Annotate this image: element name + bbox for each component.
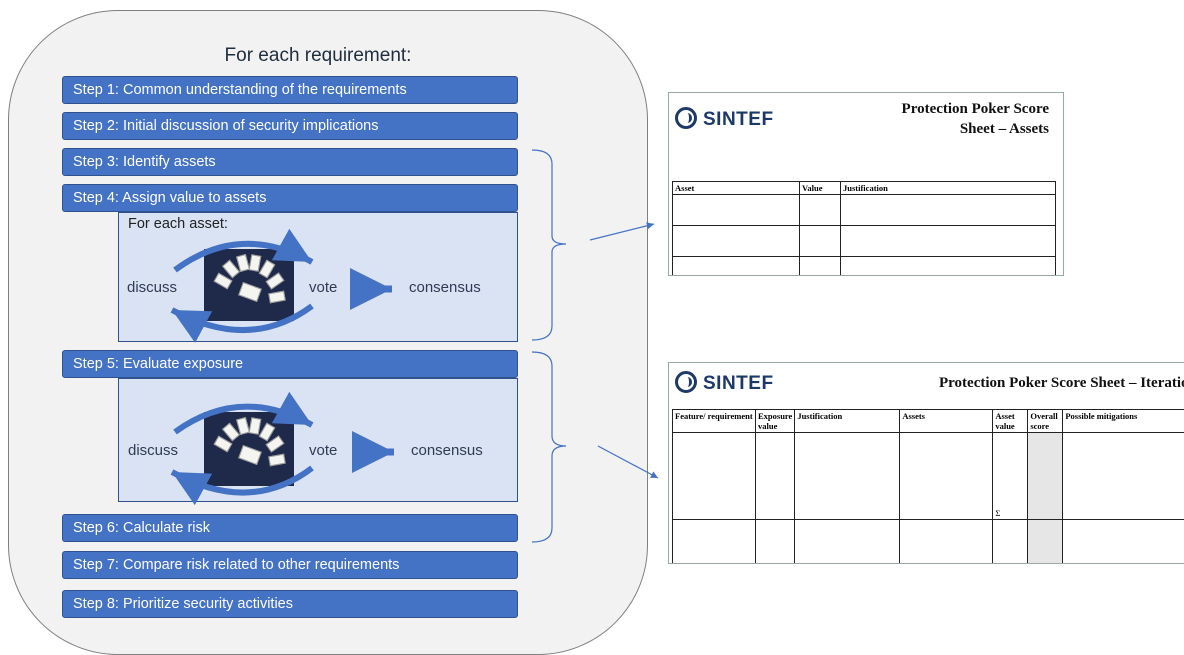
sintef-logo-text-2: SINTEF <box>703 373 774 394</box>
sintef-logo-icon <box>675 107 697 129</box>
col-overall-score: Overall score <box>1028 410 1063 433</box>
col-justification: Justification <box>841 182 1056 195</box>
col-exposure: Exposure value <box>756 410 795 433</box>
col-asset-value: Asset value <box>993 410 1028 433</box>
asset-loop-top-arc <box>175 244 312 270</box>
col-asset: Asset <box>673 182 800 195</box>
assets-sheet-title-line1: Protection Poker Score <box>902 99 1049 119</box>
sintef-logo-2: SINTEF <box>675 371 774 395</box>
sintef-logo-text: SINTEF <box>703 109 774 130</box>
iteration-score-sheet: SINTEF Protection Poker Score Sheet – It… <box>668 362 1184 564</box>
arrow-to-iteration-sheet <box>598 446 658 478</box>
col-mitigations: Possible mitigations <box>1063 410 1184 433</box>
sum-symbol: Σ <box>993 433 1028 520</box>
sintef-logo: SINTEF <box>675 107 774 131</box>
col-justification: Justification <box>795 410 900 433</box>
arrow-to-assets-sheet <box>590 224 654 240</box>
table-row <box>673 226 1056 257</box>
exposure-loop-bottom-arc <box>172 468 312 493</box>
asset-loop-bottom-arc <box>172 306 312 330</box>
exposure-loop-top-arc <box>175 407 312 432</box>
iteration-sheet-title: Protection Poker Score Sheet – Iteration <box>939 373 1184 393</box>
col-feature: Feature/ requirement <box>673 410 756 433</box>
table-row <box>673 257 1056 277</box>
assets-sheet-title-line2: Sheet – Assets <box>902 119 1049 139</box>
col-assets: Assets <box>900 410 993 433</box>
col-value: Value <box>800 182 841 195</box>
brace-exposure <box>532 352 566 542</box>
iteration-table: Feature/ requirement Exposure value Just… <box>672 409 1184 564</box>
sintef-logo-icon-2 <box>675 371 697 393</box>
assets-sheet-title: Protection Poker Score Sheet – Assets <box>902 99 1049 139</box>
brace-assets <box>532 150 566 340</box>
assets-table: Asset Value Justification <box>672 181 1056 276</box>
table-row: Σ <box>673 433 1184 520</box>
table-row <box>673 195 1056 226</box>
assets-score-sheet: SINTEF Protection Poker Score Sheet – As… <box>668 92 1064 276</box>
table-row <box>673 520 1184 565</box>
